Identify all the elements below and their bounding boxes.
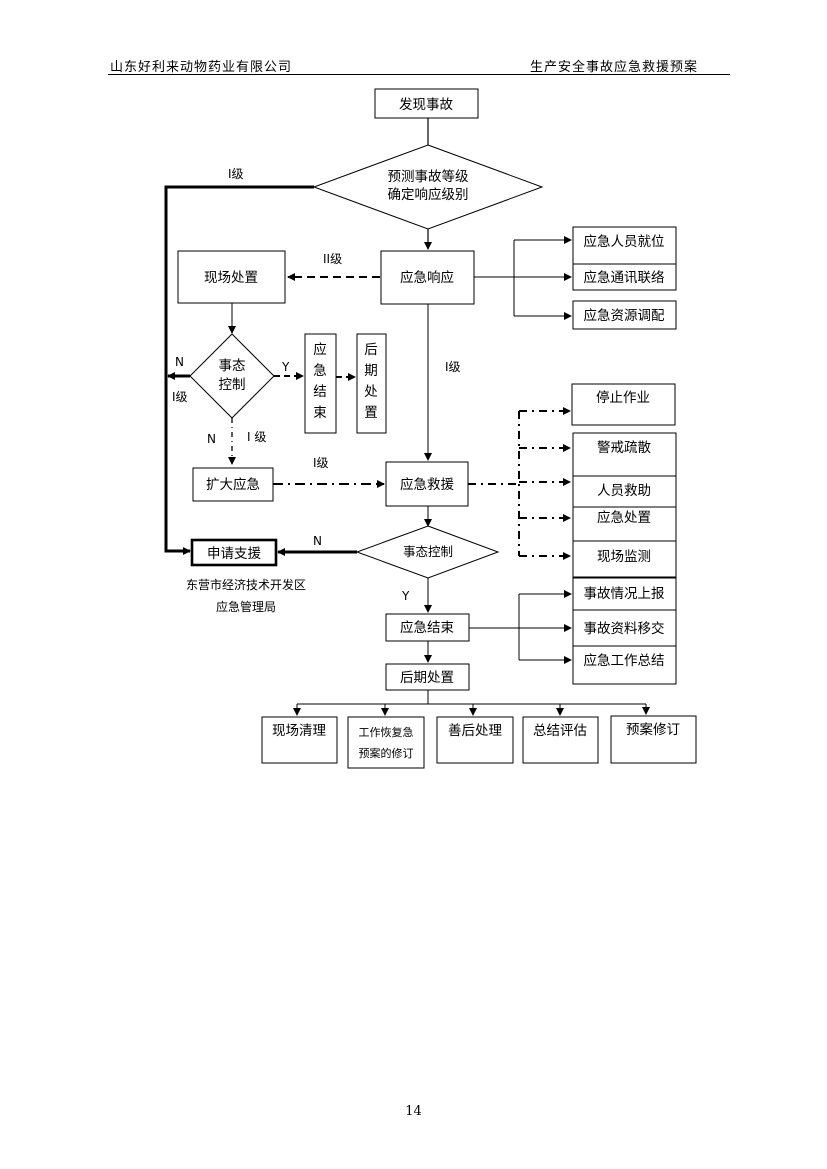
svg-text:确定响应级别: 确定响应级别 [388, 186, 469, 203]
svg-text:警戒疏散: 警戒疏散 [597, 440, 651, 456]
label-level1-top: I级 [228, 167, 244, 181]
header-document-title: 生产安全事故应急救援预案 [530, 60, 699, 75]
edges [164, 118, 650, 716]
svg-text:应急结束: 应急结束 [400, 619, 454, 636]
svg-text:停止作业: 停止作业 [596, 389, 650, 406]
svg-text:申请支援: 申请支援 [207, 546, 261, 562]
node-stop: 停止作业 [571, 383, 676, 426]
node-report: 事故情况上报 [572, 577, 677, 611]
svg-text:事态控制: 事态控制 [403, 544, 453, 559]
svg-text:总结评估: 总结评估 [533, 723, 587, 739]
label-level1-bottom: I 级 [247, 430, 266, 444]
svg-text:应急响应: 应急响应 [400, 269, 454, 286]
svg-text:事态: 事态 [219, 358, 246, 374]
node-control2: 事态控制 [355, 525, 500, 579]
svg-text:事故情况上报: 事故情况上报 [584, 586, 665, 602]
svg-text:现场监测: 现场监测 [597, 549, 651, 565]
node-restore: 工作恢复急 预案的修订 [347, 716, 425, 769]
label-level1-left: I级 [172, 390, 188, 404]
svg-text:应急救援: 应急救援 [400, 476, 454, 493]
svg-text:应急通讯联络: 应急通讯联络 [584, 269, 665, 286]
svg-text:预案修订: 预案修订 [626, 721, 680, 738]
svg-text:应急工作总结: 应急工作总结 [584, 652, 665, 669]
node-resources: 应急资源调配 [572, 300, 677, 330]
svg-text:置: 置 [364, 405, 378, 421]
node-disposal: 应急处置 [572, 506, 677, 542]
node-evaluate: 总结评估 [522, 716, 599, 764]
node-aftermath: 善后处理 [436, 716, 514, 764]
node-rescue-people: 人员救助 [572, 475, 677, 508]
node-end2: 应急结束 [385, 613, 470, 642]
node-transfer: 事故资料移交 [572, 609, 677, 647]
svg-text:预案的修订: 预案的修订 [359, 746, 414, 760]
label-n-bottom: N [207, 432, 216, 446]
svg-text:事故资料移交: 事故资料移交 [584, 620, 665, 637]
node-comms: 应急通讯联络 [572, 263, 677, 291]
svg-text:应急资源调配: 应急资源调配 [584, 307, 665, 324]
label-y-control: Y [281, 360, 290, 374]
svg-text:善后处理: 善后处理 [448, 723, 502, 739]
node-summary: 应急工作总结 [572, 645, 677, 685]
svg-text:后: 后 [364, 342, 378, 358]
svg-text:预测事故等级: 预测事故等级 [388, 168, 469, 185]
svg-text:扩大应急: 扩大应急 [206, 476, 260, 493]
svg-text:应急处置: 应急处置 [597, 509, 651, 526]
node-personnel: 应急人员就位 [572, 226, 677, 265]
node-response: 应急响应 [380, 250, 475, 305]
svg-text:人员救助: 人员救助 [597, 483, 651, 499]
label-level2: II级 [323, 252, 342, 266]
header-company: 山东好利来动物药业有限公司 [110, 60, 293, 75]
label-n-support: N [313, 534, 322, 548]
header-divider [108, 74, 730, 75]
node-post-vertical: 后 期 处 置 [356, 333, 387, 434]
node-revise: 预案修订 [610, 715, 697, 764]
label-level1-mid: I级 [445, 360, 461, 374]
svg-text:急: 急 [313, 363, 327, 379]
svg-text:控制: 控制 [219, 377, 246, 393]
node-control: 事态 控制 [189, 333, 275, 419]
support-org-line2: 应急管理局 [216, 599, 276, 614]
svg-text:应: 应 [313, 341, 327, 358]
svg-text:发现事故: 发现事故 [399, 97, 453, 113]
node-end-vertical: 应 急 结 束 [304, 333, 337, 434]
svg-text:束: 束 [313, 405, 327, 421]
svg-text:应急人员就位: 应急人员就位 [584, 233, 665, 250]
svg-text:工作恢复急: 工作恢复急 [359, 725, 414, 739]
node-rescue: 应急救援 [385, 461, 469, 507]
node-expand: 扩大应急 [192, 467, 274, 502]
node-monitor: 现场监测 [572, 540, 677, 578]
svg-text:后期处置: 后期处置 [400, 670, 454, 686]
node-discover: 发现事故 [374, 88, 479, 119]
node-clean: 现场清理 [261, 716, 338, 764]
node-predict: 预测事故等级 确定响应级别 [312, 144, 544, 230]
node-onsite: 现场处置 [177, 250, 286, 304]
edge-level1-support [164, 185, 314, 555]
label-y-end: Y [401, 589, 410, 603]
label-level1-expand: I级 [313, 456, 329, 470]
node-support: 申请支援 [190, 538, 278, 567]
node-post2: 后期处置 [385, 663, 470, 691]
svg-text:处: 处 [364, 384, 378, 400]
svg-text:现场清理: 现场清理 [272, 723, 326, 739]
svg-text:结: 结 [313, 384, 327, 400]
label-n-left: N [175, 355, 184, 369]
svg-text:期: 期 [364, 363, 378, 379]
node-alert: 警戒疏散 [572, 432, 677, 477]
svg-text:现场处置: 现场处置 [204, 270, 258, 286]
page-number: 14 [405, 1104, 422, 1119]
support-org-line1: 东营市经济技术开发区 [186, 577, 306, 592]
